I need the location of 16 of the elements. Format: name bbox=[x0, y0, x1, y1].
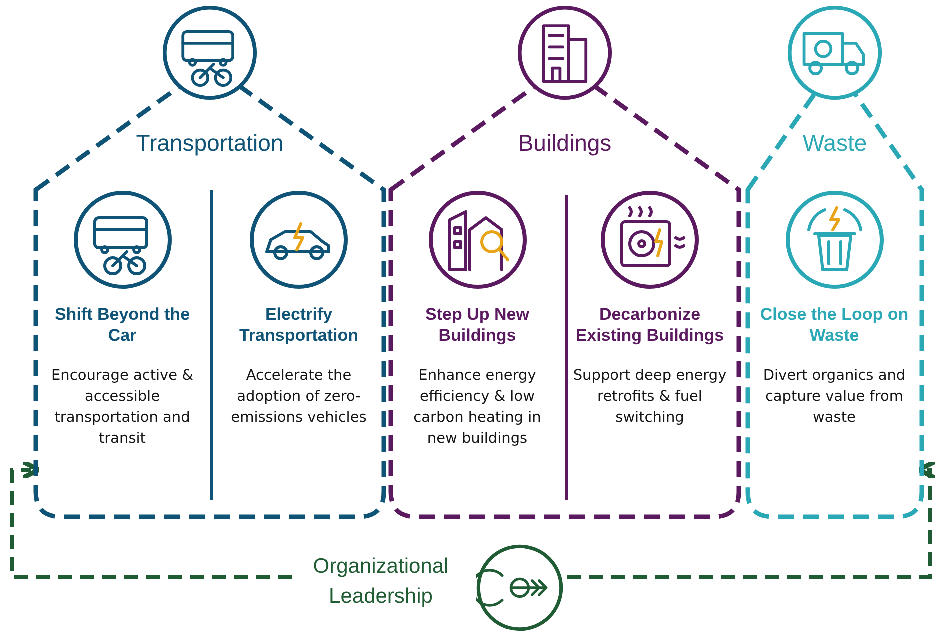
goal-description: Enhance energy efficiency & low carbon heating in new buildings bbox=[412, 367, 542, 449]
goal-description: Accelerate the adoption of zero-emissions vehicles bbox=[230, 367, 368, 428]
category-title: Waste bbox=[802, 130, 868, 157]
goal-heading: Decarbonize Existing Buildings bbox=[574, 304, 726, 346]
goal-description: Encourage active & accessible transportation and transit bbox=[50, 367, 194, 449]
goal-description: Divert organics and capture value from waste bbox=[762, 367, 907, 428]
goal-heading: Step Up New Buildings bbox=[424, 304, 530, 346]
goal-heading: Close the Loop on Waste bbox=[759, 304, 910, 346]
goal-heading: Electrify Transportation bbox=[238, 304, 360, 346]
leadership-title: Organizational Leadership bbox=[312, 554, 450, 610]
goal-description: Support deep energy retrofits & fuel switching bbox=[572, 367, 728, 428]
dashed-arrow bbox=[10, 460, 292, 579]
dashed-arrow bbox=[567, 460, 936, 579]
goal-heading: Shift Beyond the Car bbox=[54, 304, 192, 346]
category-title: Transportation bbox=[136, 130, 284, 157]
category-title: Buildings bbox=[518, 130, 612, 157]
